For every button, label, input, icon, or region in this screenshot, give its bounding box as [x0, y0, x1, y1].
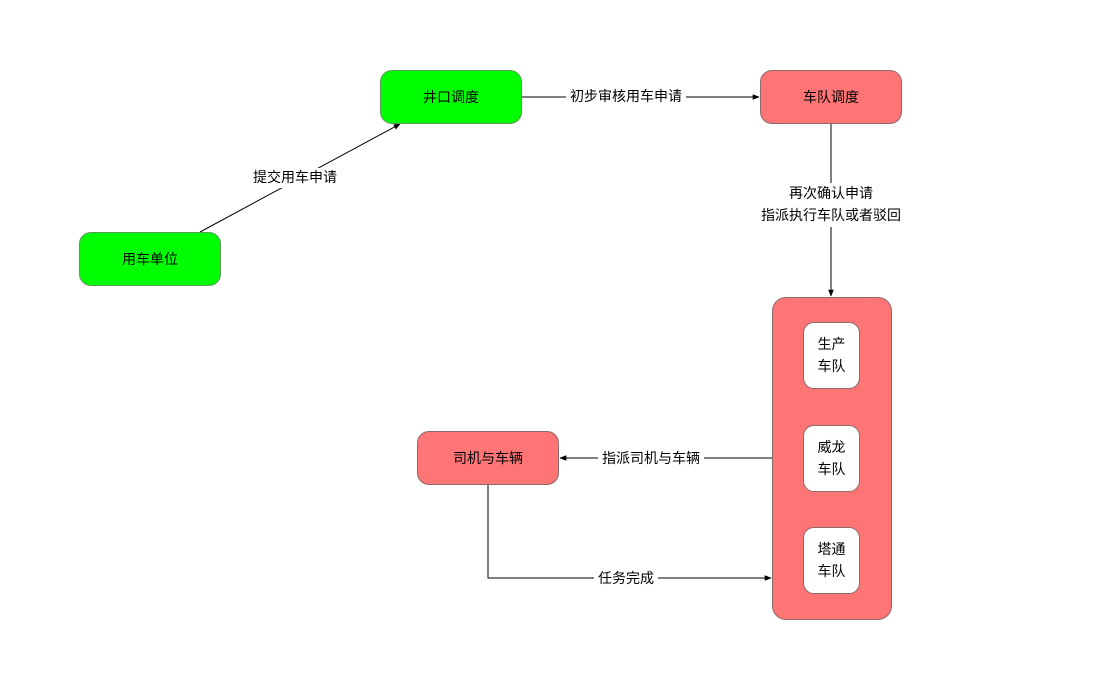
node-fleet-dispatch-label: 车队调度	[803, 90, 859, 106]
fleet-tatong-line2: 车队	[817, 563, 846, 580]
edge-confirm-label: 再次确认申请 指派执行车队或者驳回	[748, 183, 914, 227]
edge-confirm-label-line1: 再次确认申请	[789, 186, 873, 202]
node-well-dispatch-label: 井口调度	[423, 90, 479, 106]
node-user-unit-label: 用车单位	[122, 252, 178, 268]
node-fleet-dispatch[interactable]: 车队调度	[760, 70, 902, 124]
edge-complete	[487, 485, 772, 581]
node-user-unit[interactable]: 用车单位	[79, 232, 221, 286]
node-driver-vehicle[interactable]: 司机与车辆	[417, 431, 559, 485]
node-fleet-production[interactable]: 生产 车队	[803, 322, 860, 389]
edge-complete-label: 任务完成	[594, 569, 658, 589]
node-fleet-weilong[interactable]: 威龙 车队	[803, 425, 860, 492]
fleet-tatong-line1: 塔通	[817, 541, 846, 558]
node-driver-vehicle-label: 司机与车辆	[453, 451, 523, 467]
node-well-dispatch[interactable]: 井口调度	[380, 70, 522, 124]
node-fleet-tatong[interactable]: 塔通 车队	[803, 527, 860, 594]
edge-confirm-label-line2: 指派执行车队或者驳回	[761, 208, 901, 224]
edge-review-label: 初步审核用车申请	[566, 87, 686, 107]
fleet-production-line1: 生产	[817, 336, 846, 353]
fleet-weilong-line2: 车队	[817, 461, 846, 478]
edge-assign-label: 指派司机与车辆	[598, 449, 704, 469]
fleet-weilong-line1: 威龙	[817, 439, 846, 456]
fleet-production-line2: 车队	[817, 358, 846, 375]
edge-submit-label: 提交用车申请	[250, 168, 340, 188]
